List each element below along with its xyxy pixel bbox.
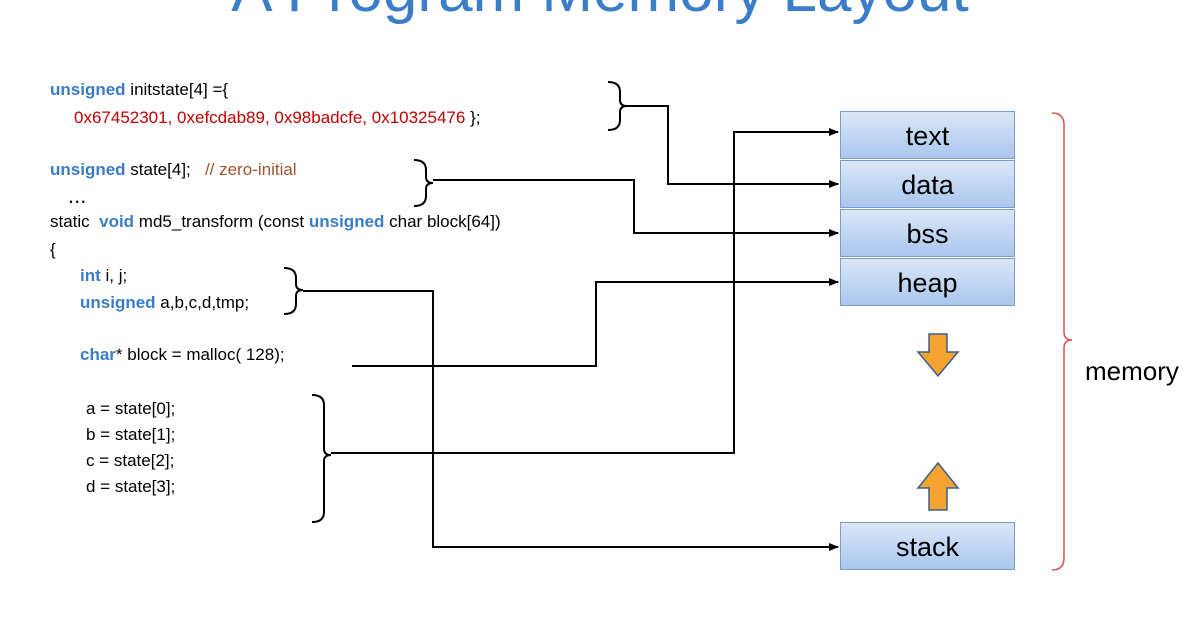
- code-function-signature: static void md5_transform (const unsigne…: [50, 212, 501, 232]
- hex-values: 0x67452301, 0xefcdab89, 0x98badcfe, 0x10…: [74, 108, 466, 127]
- code-text: i, j;: [100, 266, 128, 285]
- keyword: unsigned: [308, 212, 385, 231]
- code-text: char block[64]): [384, 212, 501, 231]
- page-title: A Program Memory Layout: [0, 0, 1200, 26]
- keyword: unsigned: [50, 160, 126, 179]
- keyword: char: [80, 345, 116, 364]
- keyword: unsigned: [80, 293, 156, 312]
- code-int-decl: int i, j;: [80, 266, 127, 286]
- code-initstate-decl: unsigned initstate[4] ={: [50, 80, 228, 100]
- code-assign-b: b = state[1];: [86, 425, 176, 444]
- keyword: void: [99, 212, 135, 231]
- brace-memory: [1051, 112, 1073, 571]
- code-assign-d: d = state[3];: [86, 477, 176, 496]
- connector-initstate-to-data: [627, 105, 839, 188]
- brace-initstate: [607, 81, 628, 131]
- code-unsigned-locals: unsigned a,b,c,d,tmp;: [80, 293, 249, 313]
- code-text: * block = malloc( 128);: [115, 345, 285, 364]
- code-assign-a: a = state[0];: [86, 399, 176, 418]
- code-text: initstate[4] ={: [125, 80, 229, 99]
- code-initstate-values: 0x67452301, 0xefcdab89, 0x98badcfe, 0x10…: [74, 108, 480, 128]
- code-malloc-line: char* block = malloc( 128);: [80, 345, 285, 365]
- code-assign-c: c = state[2];: [86, 451, 175, 470]
- connector-code-to-text: [331, 128, 839, 454]
- keyword: int: [80, 266, 101, 285]
- heap-grows-down-arrow: [916, 333, 960, 378]
- brace-state: [413, 159, 434, 207]
- code-text: md5_transform (const: [134, 212, 309, 231]
- stack-grows-up-arrow: [916, 461, 960, 511]
- code-text: static: [50, 212, 100, 231]
- segment-data: data: [840, 160, 1015, 208]
- segment-stack: stack: [840, 522, 1015, 570]
- code-ellipsis: ...: [68, 183, 87, 208]
- memory-label: memory: [1085, 356, 1179, 386]
- connector-locals-to-stack: [303, 290, 839, 551]
- segment-bss: bss: [840, 209, 1015, 257]
- segment-heap: heap: [840, 258, 1015, 306]
- segment-text: text: [840, 111, 1015, 159]
- brace-assignments: [311, 394, 332, 523]
- connector-malloc-to-heap: [352, 278, 839, 367]
- code-open-brace: {: [50, 240, 56, 259]
- code-state-decl: unsigned state[4]; // zero-initial: [50, 160, 297, 180]
- code-text: a,b,c,d,tmp;: [155, 293, 250, 312]
- code-text: state[4];: [125, 160, 205, 179]
- brace-locals: [283, 267, 304, 315]
- code-text: };: [465, 108, 481, 127]
- connector-state-to-bss: [433, 179, 839, 237]
- code-comment: // zero-initial: [204, 160, 297, 179]
- keyword: unsigned: [50, 80, 126, 99]
